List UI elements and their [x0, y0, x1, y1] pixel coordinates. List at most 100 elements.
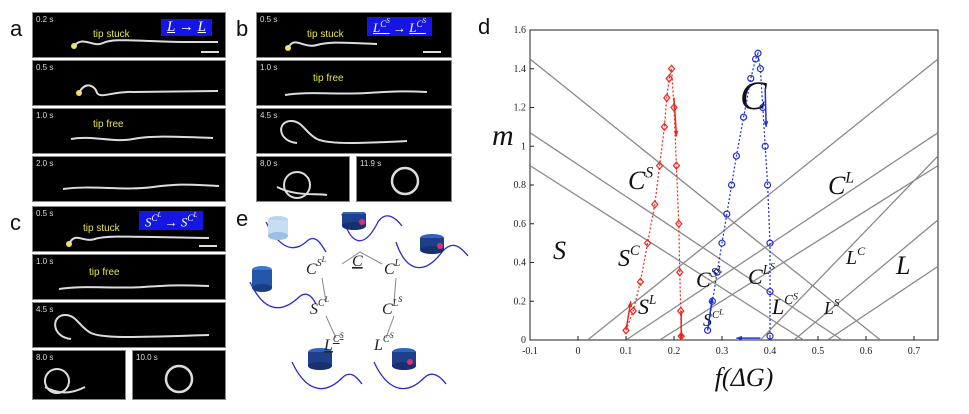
frame-note: tip free [93, 119, 124, 130]
panel-b-frame-5: 11.9 s [356, 156, 452, 202]
node-cSL: CSL [306, 255, 327, 278]
direction-arrow [673, 97, 678, 137]
frame-note: tip free [89, 267, 120, 278]
region-label: LCS [771, 292, 798, 319]
data-point [636, 277, 645, 287]
panel-c-frame-3: 4.5 s [32, 302, 226, 348]
frame-time: 1.0 s [36, 111, 54, 120]
frame-time: 0.5 s [260, 15, 278, 24]
transition-badge: L → L [161, 19, 212, 36]
data-point [629, 306, 637, 316]
scale-bar [423, 51, 441, 53]
data-point [766, 287, 774, 296]
data-point [740, 113, 748, 121]
data-point [665, 74, 673, 83]
frame-time: 0.5 s [36, 209, 54, 218]
frame-time: 0.2 s [36, 15, 54, 24]
y-tick-label: 0.8 [514, 180, 527, 191]
arrow-head [736, 335, 742, 341]
data-point [713, 268, 721, 276]
filament-image [54, 313, 210, 340]
series-line-0 [625, 68, 682, 337]
panel-a-frame-4: 2.0 s [32, 156, 226, 202]
arrow-head [709, 297, 714, 304]
frame-time: 4.5 s [260, 111, 278, 120]
region-label: CL [828, 169, 854, 200]
frame-time: 11.9 s [360, 159, 382, 168]
y-tick-label: 0.4 [514, 258, 527, 269]
frame-time: 4.5 s [36, 305, 54, 314]
data-point [766, 239, 774, 247]
y-tick-label: 1.2 [514, 103, 527, 114]
filament-image [71, 39, 218, 49]
panel-b-frame-1: 0.5 s tip stuck LCS → LCS [256, 12, 452, 58]
panel-d-letter: d [478, 14, 491, 39]
y-tick-label: 1.4 [514, 64, 527, 75]
data-point [761, 142, 769, 150]
frame-note: tip stuck [307, 29, 344, 40]
panel-c-letter: c [10, 210, 21, 235]
data-point [756, 65, 764, 73]
panel-a-frame-3: 1.0 s tip free [32, 108, 226, 154]
panel-c-frame-4: 8.0 s [32, 350, 126, 400]
boundary-line-8 [827, 265, 938, 340]
frame-time: 1.0 s [260, 63, 278, 72]
panel-c-frame-1: 0.5 s tip stuck SCL → SCL [32, 206, 226, 252]
x-tick-label: 0.2 [668, 346, 681, 357]
region-label: CLS [748, 262, 775, 289]
boundary-lines [530, 58, 938, 340]
data-point [672, 161, 681, 171]
panel-b-letter: b [236, 16, 249, 41]
panel-c-frame-2: 1.0 s tip free [32, 254, 226, 300]
frame-time: 10.0 s [136, 353, 158, 362]
data-point [747, 74, 755, 83]
filament-image [280, 119, 408, 144]
network-edges [321, 251, 397, 339]
region-label: SL [638, 292, 656, 319]
data-point [718, 239, 726, 247]
data-point [643, 238, 652, 248]
scale-bar [201, 51, 219, 53]
frame-note: tip stuck [93, 29, 130, 40]
region-label: SC [618, 243, 640, 272]
data-point [732, 152, 740, 160]
boundary-line-6 [759, 155, 938, 340]
region-label: L [895, 251, 910, 280]
filament-image [58, 284, 210, 290]
node-c: C [352, 253, 363, 270]
direction-arrow [706, 297, 714, 331]
node-cLS: CLS [382, 295, 402, 318]
panel-c-frame-5: 10.0 s [132, 350, 226, 400]
node-cL: CL [384, 258, 401, 278]
frame-time: 2.0 s [36, 159, 54, 168]
boundary-line-4 [625, 132, 938, 340]
cylinder-icons [252, 212, 444, 370]
filament-image [164, 364, 194, 394]
panel-b-frame-2: 1.0 s tip free [256, 60, 452, 106]
panel-e-diagram: CSL C CL SCL CLS LCS LCS [249, 212, 469, 390]
arrow-head [673, 130, 679, 137]
data-point [754, 49, 762, 57]
arrow-head [627, 301, 633, 308]
x-tick-label: 0.5 [812, 346, 825, 357]
region-label: LS [823, 297, 840, 318]
data-point [723, 210, 731, 218]
filament-image [76, 84, 219, 97]
x-tick-label: -0.1 [522, 346, 538, 357]
frame-time: 8.0 s [36, 353, 54, 362]
data-point [764, 181, 772, 189]
panel-a-frame-1: 0.2 s tip stuck L → L [32, 12, 226, 58]
x-tick-label: 0 [576, 346, 581, 357]
arrow-head [763, 121, 769, 127]
x-tick-label: 0.3 [716, 346, 729, 357]
node-lCS-1: LCS [323, 331, 344, 354]
scale-bar [199, 245, 217, 247]
transition-badge: LCS → LCS [367, 17, 432, 37]
frame-time: 0.5 s [36, 63, 54, 72]
data-point [675, 219, 683, 229]
y-tick-label: 1 [521, 141, 526, 152]
x-tick-label: 0.7 [908, 346, 921, 357]
panel-e-letter: e [236, 206, 249, 231]
data-point [675, 267, 684, 277]
